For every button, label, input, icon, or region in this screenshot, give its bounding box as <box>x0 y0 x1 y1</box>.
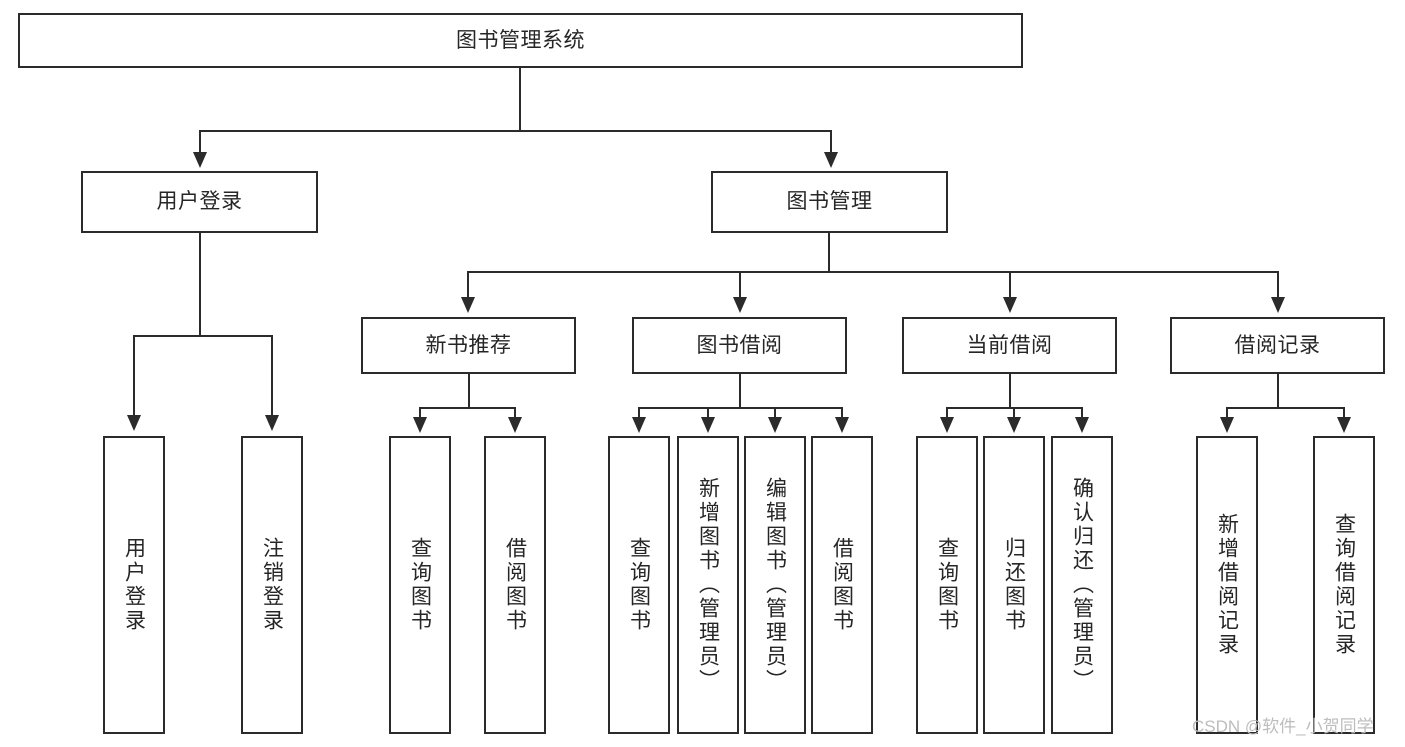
arrow-book-borrow-to-leaf1 <box>632 417 646 433</box>
leaf-add-borrow-record[interactable]: 新增借阅记录 <box>1196 436 1258 734</box>
arrow-user-login-to-leaf1 <box>127 415 141 431</box>
node-new-book-recommend-label: 新书推荐 <box>425 333 512 357</box>
edge-current-borrow-to-leaf3 <box>1081 407 1083 419</box>
leaf-edit-book-label: 编辑图书（管理员） <box>763 477 787 693</box>
edge-book-borrow-bus <box>638 407 843 409</box>
arrow-book-manage-to-borrow-record <box>1271 297 1285 313</box>
leaf-confirm-return[interactable]: 确认归还（管理员） <box>1051 436 1113 734</box>
leaf-add-book-label: 新增图书（管理员） <box>696 477 720 693</box>
leaf-user-logout-label: 注销登录 <box>260 537 284 633</box>
node-new-book-recommend[interactable]: 新书推荐 <box>361 317 576 374</box>
node-book-manage-label: 图书管理 <box>786 190 873 214</box>
arrow-current-borrow-to-leaf2 <box>1007 417 1021 433</box>
arrow-new-book-to-leaf1 <box>413 417 427 433</box>
edge-root-to-user-login <box>199 130 201 154</box>
edge-borrow-record-to-leaf2 <box>1343 407 1345 419</box>
leaf-borrow-book-a[interactable]: 借阅图书 <box>484 436 546 734</box>
node-borrow-record-label: 借阅记录 <box>1234 333 1321 357</box>
leaf-query-book-c[interactable]: 查询图书 <box>916 436 978 734</box>
csdn-watermark: CSDN @软件_小贺同学 <box>1192 717 1374 736</box>
edge-book-borrow-to-leaf4 <box>841 407 843 419</box>
arrow-book-borrow-to-leaf2 <box>701 417 715 433</box>
edge-book-manage-bus <box>467 271 1278 273</box>
node-user-login[interactable]: 用户登录 <box>81 171 318 233</box>
edge-borrow-record-bus <box>1226 407 1344 409</box>
edge-book-borrow-stem <box>739 374 741 408</box>
edge-book-manage-to-book-borrow <box>739 271 741 299</box>
edge-root-to-book-manage <box>830 130 832 154</box>
edge-current-borrow-to-leaf1 <box>946 407 948 419</box>
leaf-return-book[interactable]: 归还图书 <box>983 436 1045 734</box>
arrow-borrow-record-to-leaf1 <box>1220 417 1234 433</box>
edge-book-borrow-to-leaf2 <box>707 407 709 419</box>
leaf-query-book-b-label: 查询图书 <box>627 537 651 633</box>
leaf-query-borrow-record-label: 查询借阅记录 <box>1332 513 1356 657</box>
edge-root-stem <box>519 67 521 131</box>
edge-user-login-stem <box>199 232 201 336</box>
node-book-borrow[interactable]: 图书借阅 <box>632 317 847 374</box>
edge-root-bus <box>199 130 832 132</box>
arrow-book-manage-to-book-borrow <box>733 297 747 313</box>
node-current-borrow[interactable]: 当前借阅 <box>902 317 1117 374</box>
leaf-query-borrow-record[interactable]: 查询借阅记录 <box>1313 436 1375 734</box>
node-book-manage[interactable]: 图书管理 <box>711 171 948 233</box>
edge-book-manage-to-new-book <box>467 271 469 299</box>
arrow-book-manage-to-current-borrow <box>1003 297 1017 313</box>
leaf-query-book-b[interactable]: 查询图书 <box>608 436 670 734</box>
edge-user-login-to-leaf2 <box>271 335 273 417</box>
leaf-edit-book[interactable]: 编辑图书（管理员） <box>744 436 806 734</box>
leaf-add-book[interactable]: 新增图书（管理员） <box>677 436 739 734</box>
edge-new-book-bus <box>419 407 516 409</box>
edge-book-manage-to-current-borrow <box>1009 271 1011 299</box>
edge-current-borrow-to-leaf2 <box>1013 407 1015 419</box>
edge-user-login-to-leaf1 <box>133 335 135 417</box>
leaf-user-login-label: 用户登录 <box>122 537 146 633</box>
edge-book-borrow-to-leaf1 <box>638 407 640 419</box>
arrow-book-borrow-to-leaf3 <box>768 417 782 433</box>
leaf-borrow-book-b-label: 借阅图书 <box>830 537 854 633</box>
node-current-borrow-label: 当前借阅 <box>966 333 1053 357</box>
node-root[interactable]: 图书管理系统 <box>18 13 1023 68</box>
edge-book-manage-stem <box>828 232 830 272</box>
leaf-borrow-book-a-label: 借阅图书 <box>503 537 527 633</box>
leaf-confirm-return-label: 确认归还（管理员） <box>1070 477 1094 693</box>
leaf-query-book-a-label: 查询图书 <box>408 537 432 633</box>
leaf-query-book-c-label: 查询图书 <box>935 537 959 633</box>
edge-borrow-record-stem <box>1277 374 1279 408</box>
edge-borrow-record-to-leaf1 <box>1226 407 1228 419</box>
leaf-user-logout[interactable]: 注销登录 <box>241 436 303 734</box>
edge-new-book-stem <box>468 374 470 408</box>
edge-book-manage-to-borrow-record <box>1277 271 1279 299</box>
node-book-borrow-label: 图书借阅 <box>696 333 783 357</box>
node-root-label: 图书管理系统 <box>456 28 585 52</box>
leaf-add-borrow-record-label: 新增借阅记录 <box>1215 513 1239 657</box>
arrow-book-borrow-to-leaf4 <box>835 417 849 433</box>
arrow-root-to-book-manage <box>824 152 838 168</box>
edge-new-book-to-leaf2 <box>514 407 516 419</box>
leaf-user-login[interactable]: 用户登录 <box>103 436 165 734</box>
arrow-new-book-to-leaf2 <box>508 417 522 433</box>
edge-new-book-to-leaf1 <box>419 407 421 419</box>
leaf-borrow-book-b[interactable]: 借阅图书 <box>811 436 873 734</box>
edge-current-borrow-stem <box>1009 374 1011 408</box>
edge-book-borrow-to-leaf3 <box>774 407 776 419</box>
arrow-user-login-to-leaf2 <box>265 415 279 431</box>
edge-user-login-bus <box>133 335 271 337</box>
node-user-login-label: 用户登录 <box>156 190 243 214</box>
arrow-current-borrow-to-leaf1 <box>940 417 954 433</box>
leaf-query-book-a[interactable]: 查询图书 <box>389 436 451 734</box>
node-borrow-record[interactable]: 借阅记录 <box>1170 317 1385 374</box>
arrow-book-manage-to-new-book <box>461 297 475 313</box>
arrow-root-to-user-login <box>193 152 207 168</box>
arrow-current-borrow-to-leaf3 <box>1075 417 1089 433</box>
arrow-borrow-record-to-leaf2 <box>1337 417 1351 433</box>
leaf-return-book-label: 归还图书 <box>1002 537 1026 633</box>
